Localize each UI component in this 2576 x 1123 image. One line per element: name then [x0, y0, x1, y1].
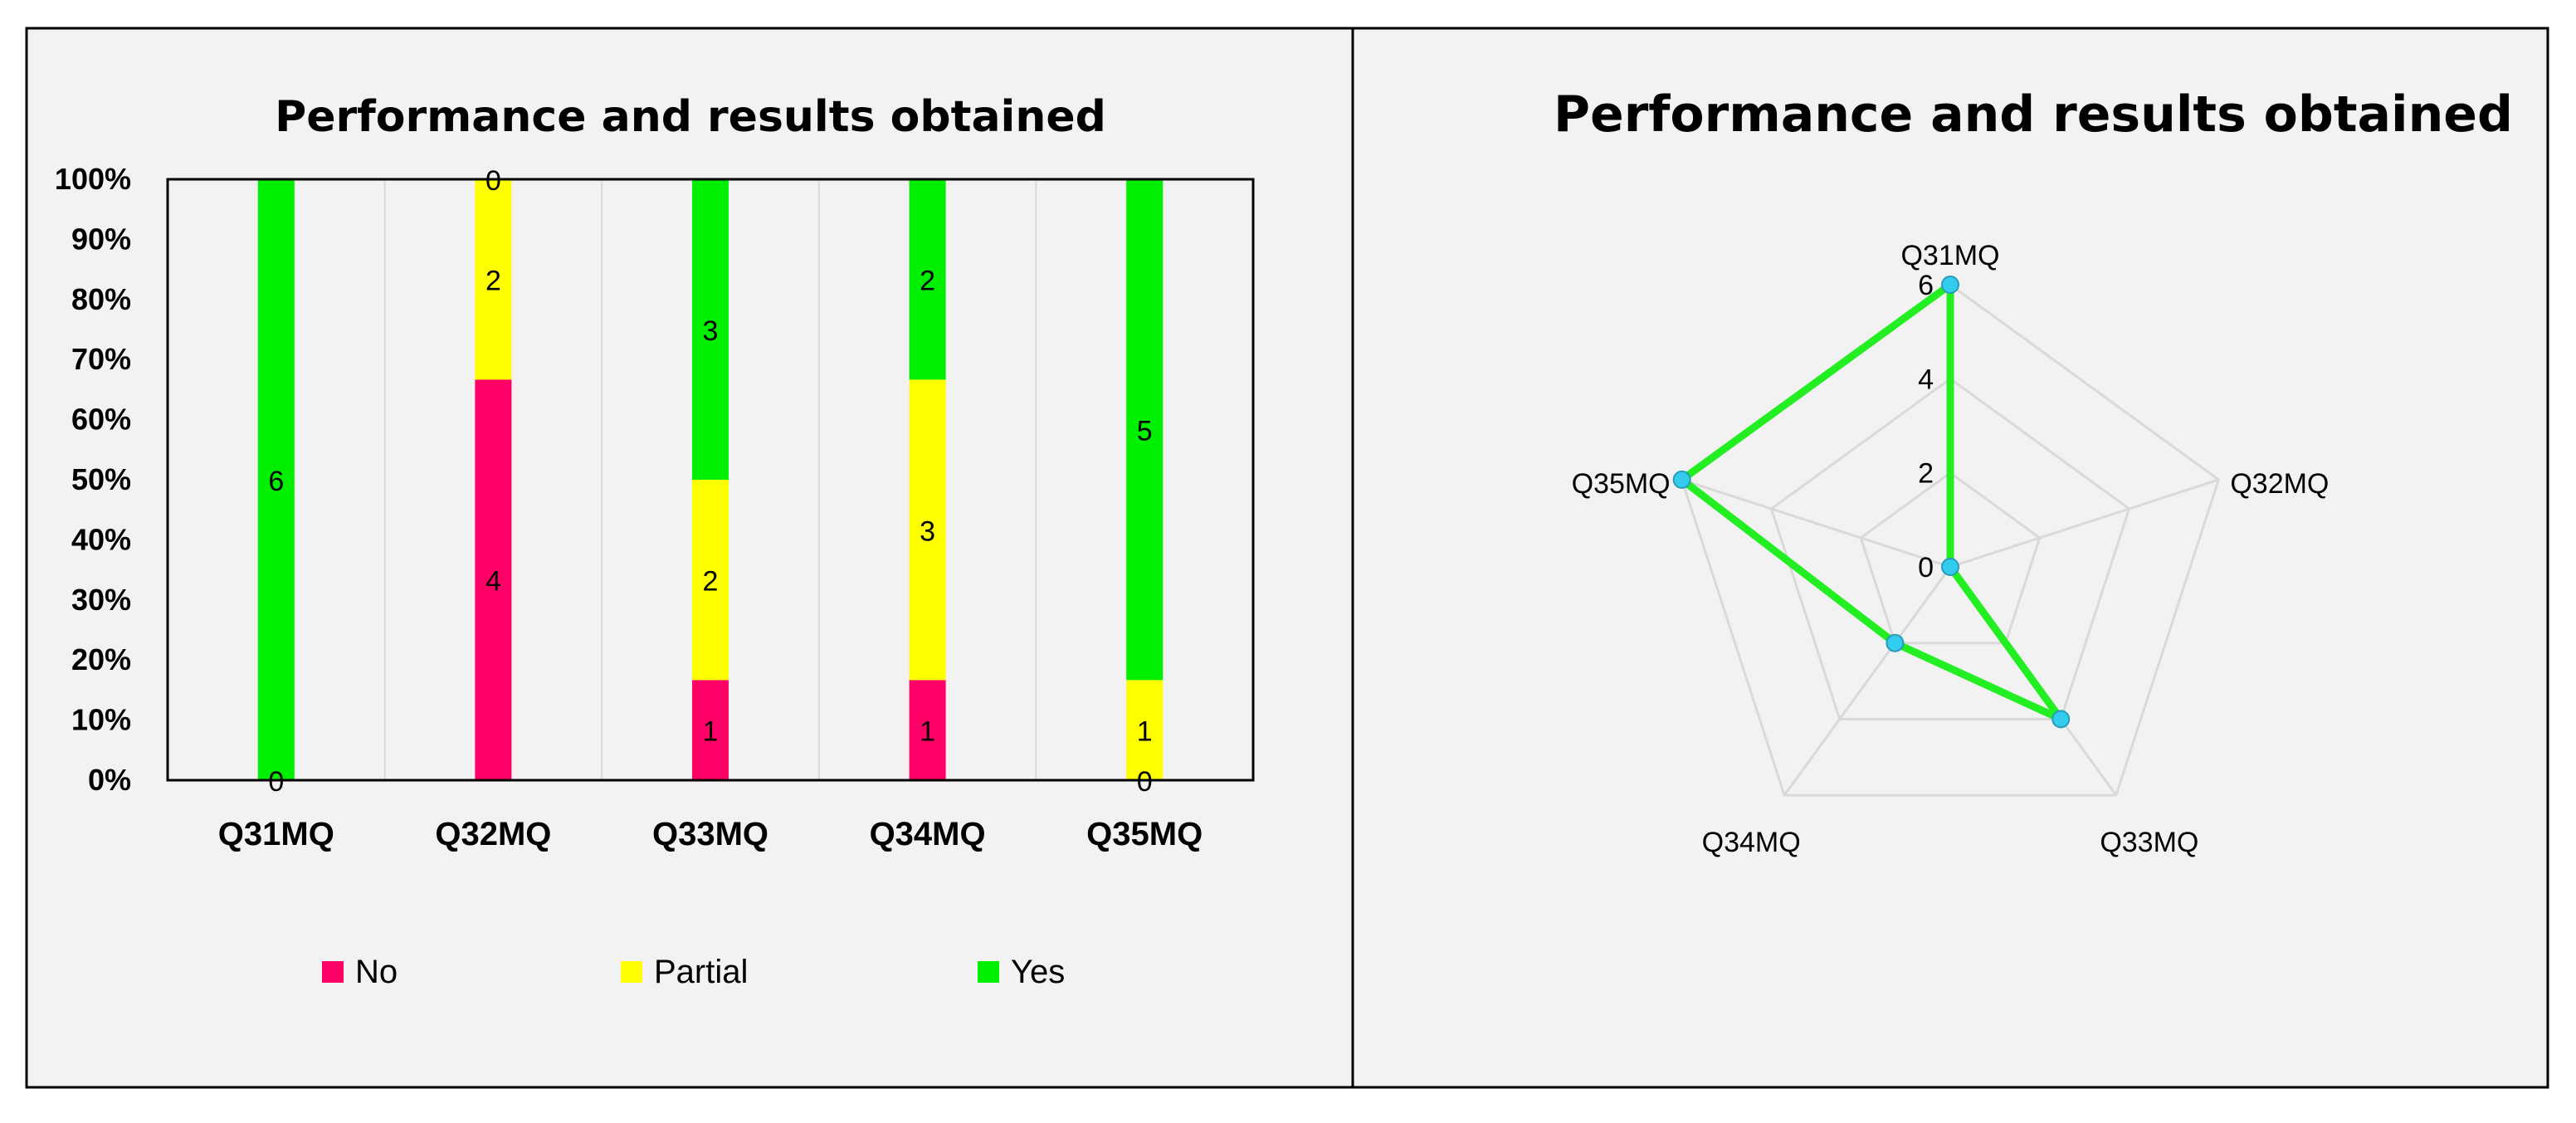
radar-chart-title: Performance and results obtained — [1554, 85, 2513, 144]
radar-axis-label: Q32MQ — [2230, 468, 2329, 500]
bar-chart: 0% 10% 20% 30% 40% 50% 60% 70% 80% 90% 100% Q31MQ Q3… — [55, 162, 1255, 990]
y-tick-label: 0% — [88, 763, 131, 797]
radar-point — [1886, 633, 1905, 652]
y-tick-label: 50% — [71, 462, 131, 496]
bar-segment-yes — [909, 179, 946, 380]
radar-axis-label: Q35MQ — [1572, 468, 1671, 500]
legend-label: Partial — [654, 954, 748, 990]
y-tick-label: 80% — [71, 282, 131, 316]
legend-swatch-yes — [978, 961, 999, 983]
radar-tick-label: 0 — [1918, 552, 1934, 583]
radar-point — [2052, 710, 2071, 729]
y-tick-label: 90% — [71, 222, 131, 256]
radar-axis-label: Q33MQ — [2100, 827, 2198, 858]
y-tick-label: 40% — [71, 522, 131, 556]
legend-swatch-no — [322, 961, 344, 983]
radar-spoke — [1949, 478, 2219, 569]
legend-label: Yes — [1011, 954, 1065, 990]
radar-point — [1941, 558, 1959, 576]
x-tick-label: Q33MQ — [652, 816, 768, 852]
legend-swatch-partial — [621, 961, 642, 983]
data-label: 3 — [920, 515, 935, 547]
bar-segment-yes — [692, 179, 729, 480]
bar-chart-title: Performance and results obtained — [275, 92, 1106, 142]
radar-tick-label: 4 — [1918, 364, 1934, 395]
legend-label: No — [355, 954, 398, 990]
bar-segment-no — [475, 379, 512, 780]
y-tick-label: 60% — [71, 403, 131, 437]
y-tick-label: 10% — [71, 703, 131, 737]
data-label: 2 — [920, 266, 935, 297]
data-label: 4 — [485, 566, 501, 598]
data-label: 6 — [268, 466, 284, 497]
bar-segment-yes — [1126, 179, 1164, 681]
x-tick-label: Q34MQ — [870, 816, 986, 852]
radar-spoke — [1783, 566, 1952, 796]
bar-segment-partial — [692, 480, 729, 681]
data-label: 0 — [268, 766, 284, 798]
radar-tick-label: 6 — [1918, 270, 1934, 301]
plot-border — [166, 178, 1255, 782]
bar-segment-yes — [257, 179, 295, 780]
y-tick-label: 100% — [55, 162, 131, 196]
radar-axis-label: Q31MQ — [1900, 240, 1999, 271]
data-label: 5 — [1137, 416, 1153, 447]
x-tick-label: Q31MQ — [218, 816, 334, 852]
data-label: 1 — [920, 716, 935, 748]
right-chart-panel: Performance and results obtained 0 2 4 6Q31… — [1351, 27, 2549, 1089]
radar-series-line — [1678, 281, 2065, 723]
x-tick-label: Q35MQ — [1086, 816, 1203, 852]
radar-gridline — [1769, 377, 2131, 720]
y-tick-label: 20% — [71, 642, 131, 676]
radar-point — [1941, 276, 1959, 294]
left-chart-panel: Performance and results obtained 0%10%20… — [25, 27, 1354, 1089]
bar-segment-partial — [1126, 680, 1164, 780]
bar-segment-partial — [909, 379, 946, 681]
radar-point — [1672, 470, 1691, 489]
radar-axis-label: Q34MQ — [1702, 827, 1801, 858]
data-label: 1 — [1137, 716, 1153, 748]
data-label: 0 — [485, 165, 501, 197]
radar-tick-label: 2 — [1918, 458, 1934, 490]
data-label: 0 — [1137, 766, 1153, 798]
data-label: 3 — [703, 315, 719, 347]
bar-segment-partial — [475, 179, 512, 380]
data-label: 1 — [703, 716, 719, 748]
radar-spoke — [1681, 478, 1951, 569]
data-label: 2 — [703, 566, 719, 598]
bar-segment-no — [692, 680, 729, 780]
radar-gridline — [1859, 471, 2042, 645]
y-tick-label: 70% — [71, 342, 131, 376]
data-label: 2 — [485, 266, 501, 297]
x-tick-label: Q32MQ — [435, 816, 551, 852]
y-tick-label: 30% — [71, 583, 131, 617]
bar-segment-no — [909, 680, 946, 780]
